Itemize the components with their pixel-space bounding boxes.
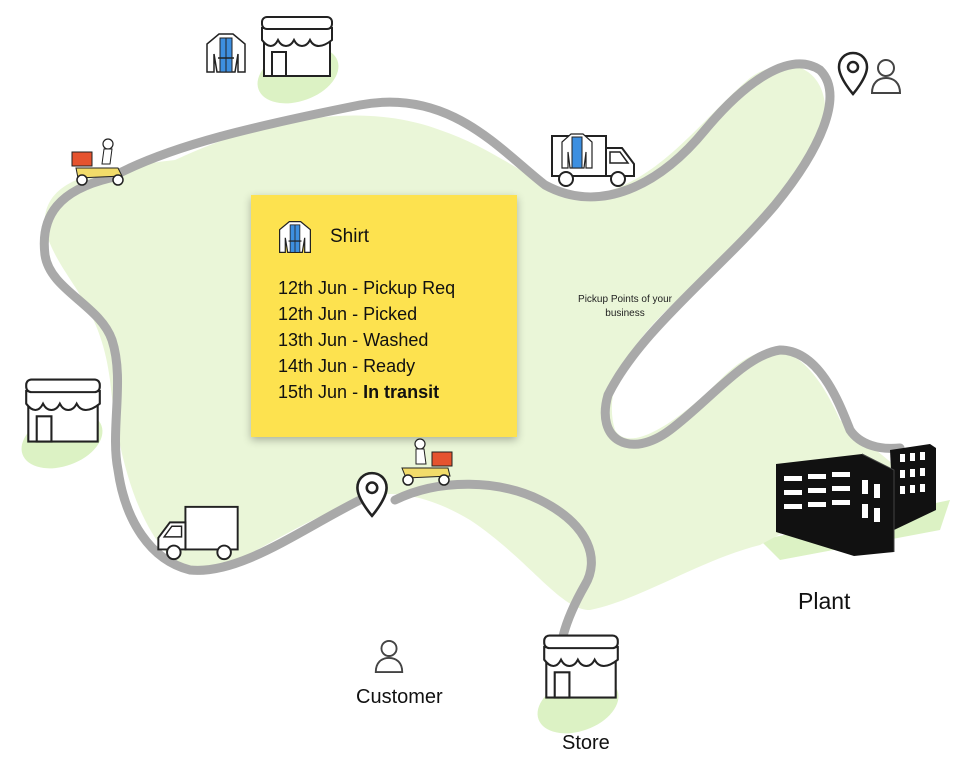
timeline-event: 13th Jun - Washed bbox=[278, 330, 429, 350]
delivery-truck-icon bbox=[157, 505, 239, 561]
factory-icon bbox=[776, 444, 936, 556]
customer-label: Customer bbox=[356, 686, 443, 708]
location-pin-icon bbox=[356, 471, 388, 518]
user-icon bbox=[374, 639, 404, 673]
store-icon bbox=[261, 16, 333, 77]
shirt-icon bbox=[279, 221, 311, 253]
pickup-points-label: Pickup Points of your business bbox=[578, 294, 672, 319]
road-path bbox=[39, 59, 905, 695]
timeline-event: 12th Jun - Picked bbox=[278, 304, 418, 324]
timeline-event-current: 15th Jun - In transit bbox=[278, 382, 440, 402]
location-pin-icon bbox=[837, 51, 869, 96]
timeline-event: 14th Jun - Ready bbox=[278, 356, 416, 376]
scooter-icon bbox=[401, 438, 453, 486]
timeline-event: 12th Jun - Pickup Req bbox=[278, 278, 456, 298]
user-icon bbox=[870, 59, 902, 94]
scooter-icon bbox=[71, 138, 124, 186]
card-header: Shirt bbox=[278, 213, 517, 261]
card-title: Shirt bbox=[330, 226, 370, 247]
delivery-truck-icon bbox=[551, 133, 635, 187]
store-icon bbox=[25, 378, 101, 443]
shirt-icon bbox=[561, 133, 593, 169]
shirt-icon bbox=[206, 33, 246, 73]
store-icon bbox=[543, 634, 619, 699]
order-status-card[interactable]: Shirt 12th Jun - Pickup Req 12th Jun - P… bbox=[251, 195, 517, 437]
status-timeline: 12th Jun - Pickup Req 12th Jun - Picked … bbox=[278, 275, 517, 405]
plant-label: Plant bbox=[798, 588, 851, 614]
store-label: Store bbox=[562, 732, 610, 754]
